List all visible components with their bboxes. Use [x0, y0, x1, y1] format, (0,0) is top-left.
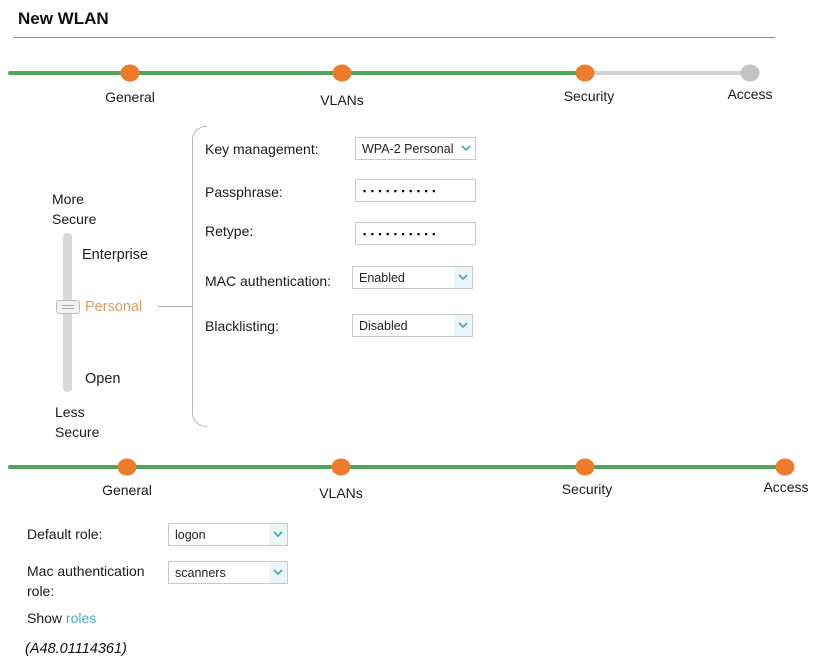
mac-authentication-select[interactable]: Enabled: [352, 266, 473, 289]
show-label: Show: [27, 610, 63, 626]
step-dot-security[interactable]: [575, 64, 595, 82]
slider-handle[interactable]: [56, 300, 80, 314]
step-dot-vlans[interactable]: [331, 458, 351, 476]
slider-option-personal[interactable]: Personal: [85, 299, 143, 315]
mac-authentication-value: Enabled: [359, 270, 405, 285]
more-secure-label: More Secure: [52, 191, 97, 227]
roles-link[interactable]: roles: [65, 610, 97, 626]
progress-line-complete: [8, 465, 785, 469]
mac-auth-role-value: scanners: [175, 565, 226, 580]
step-dot-general[interactable]: [120, 64, 140, 82]
key-management-select[interactable]: WPA-2 Personal: [355, 137, 476, 160]
step-dot-general[interactable]: [117, 458, 137, 476]
step-dot-security[interactable]: [575, 458, 595, 476]
blacklisting-select[interactable]: Disabled: [352, 314, 473, 337]
default-role-label: Default role:: [27, 526, 103, 542]
footnote-code: (A48.01114361): [25, 641, 127, 657]
mac-auth-role-select[interactable]: scanners: [168, 561, 288, 584]
step-label-vlans[interactable]: VLANs: [320, 92, 364, 108]
chevron-down-icon: [454, 315, 472, 336]
key-management-value: WPA-2 Personal: [362, 141, 454, 156]
step-dot-vlans[interactable]: [332, 64, 352, 82]
step-label-access[interactable]: Access: [727, 86, 773, 102]
step-label-general[interactable]: General: [105, 89, 155, 105]
mac-auth-role-label: Mac authentication role:: [27, 563, 145, 599]
key-management-label: Key management:: [205, 141, 319, 157]
slider-panel-connector: [158, 306, 192, 307]
default-role-select[interactable]: logon: [168, 523, 288, 546]
page-title: New WLAN: [18, 9, 109, 28]
show-roles-text: Show roles: [27, 610, 96, 626]
passphrase-input[interactable]: ▪▪▪▪▪▪▪▪▪▪: [355, 179, 476, 202]
retype-label: Retype:: [205, 223, 254, 239]
less-secure-label: Less Secure: [55, 404, 100, 440]
step-label-access[interactable]: Access: [763, 479, 809, 495]
chevron-down-icon: [457, 138, 475, 159]
chevron-down-icon: [269, 562, 287, 583]
step-label-vlans[interactable]: VLANs: [319, 485, 363, 501]
step-dot-access[interactable]: [775, 458, 795, 476]
default-role-value: logon: [175, 527, 206, 542]
progress-line-remaining: [585, 71, 752, 75]
step-label-security[interactable]: Security: [561, 481, 613, 497]
mac-authentication-label: MAC authentication:: [205, 273, 332, 289]
step-label-security[interactable]: Security: [563, 88, 615, 104]
step-label-general[interactable]: General: [102, 482, 152, 498]
blacklisting-label: Blacklisting:: [205, 318, 279, 334]
title-divider: [14, 37, 775, 38]
retype-input[interactable]: ▪▪▪▪▪▪▪▪▪▪: [355, 222, 476, 245]
progress-line-complete: [8, 71, 585, 75]
passphrase-label: Passphrase:: [205, 184, 283, 200]
slider-option-open[interactable]: Open: [85, 371, 121, 387]
chevron-down-icon: [269, 524, 287, 545]
slider-option-enterprise[interactable]: Enterprise: [82, 247, 149, 263]
step-dot-access[interactable]: [740, 64, 760, 82]
chevron-down-icon: [454, 267, 472, 288]
blacklisting-value: Disabled: [359, 318, 408, 333]
